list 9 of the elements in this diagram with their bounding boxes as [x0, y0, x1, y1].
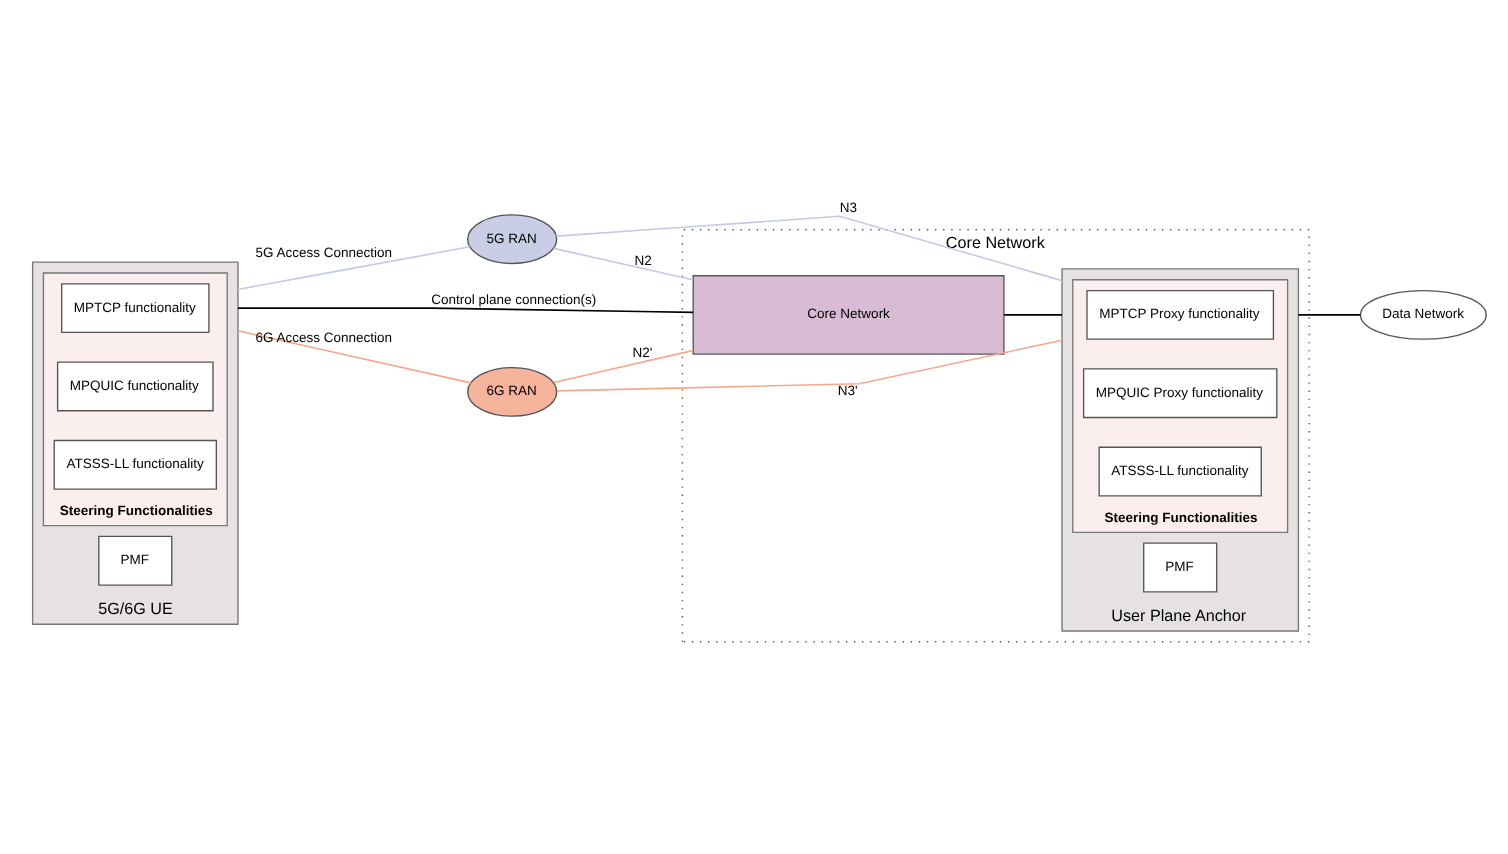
- connector: [1297, 314, 1362, 316]
- connector: [237, 307, 694, 314]
- connector: [555, 215, 1063, 282]
- connector: [1003, 314, 1063, 316]
- connector: [556, 339, 1063, 392]
- connector: [237, 330, 472, 384]
- connector: [237, 246, 471, 291]
- connector: [552, 247, 694, 281]
- connector: [552, 349, 694, 384]
